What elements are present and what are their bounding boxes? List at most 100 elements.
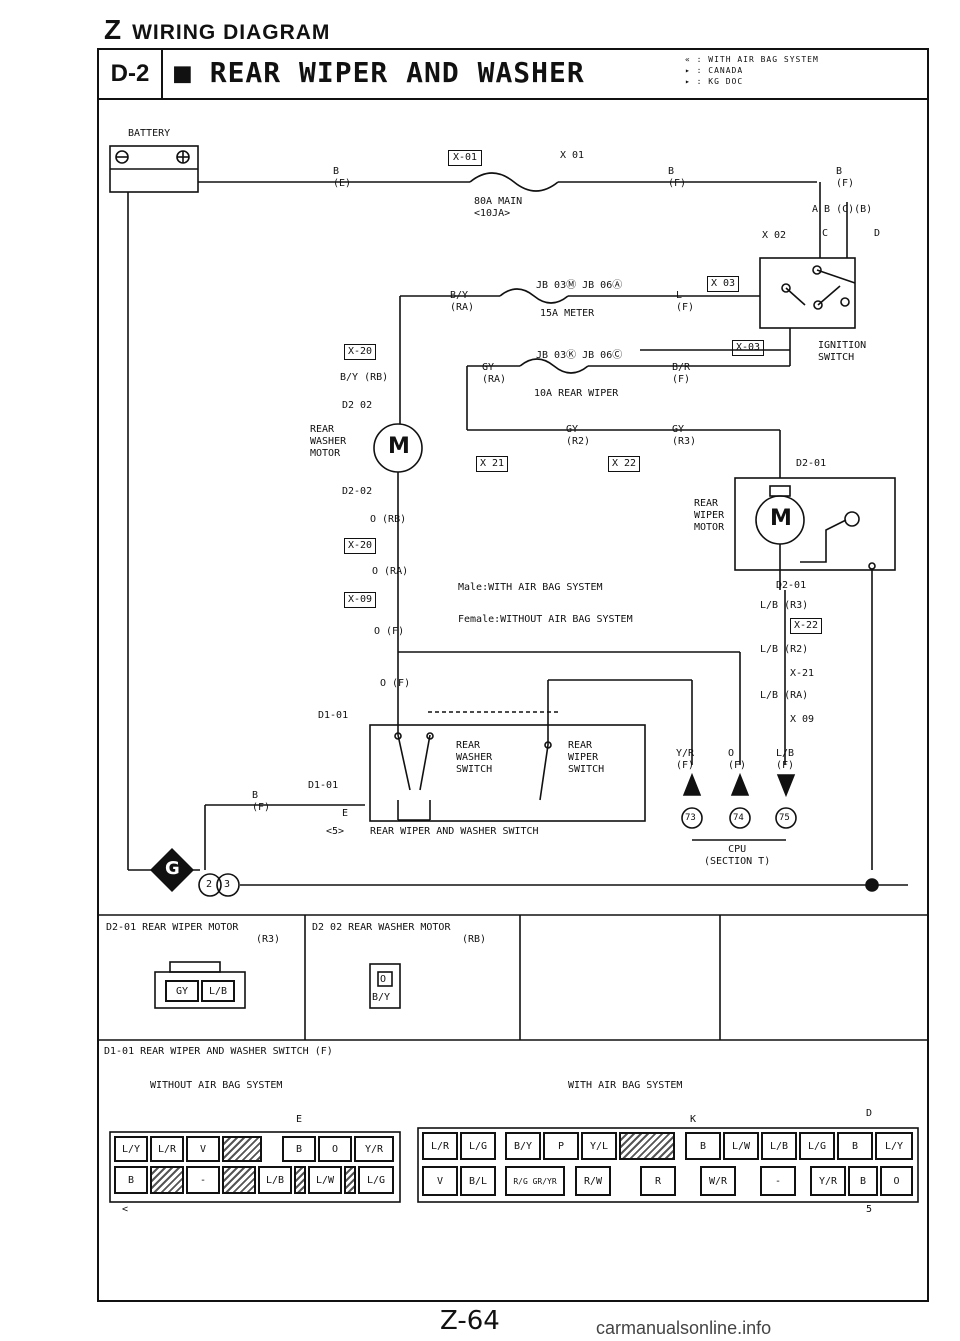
bullet-icon: ■ <box>174 56 210 89</box>
fuse-wiper-label: 10A REAR WIPER <box>534 388 619 399</box>
motor-icon: M <box>770 506 792 531</box>
connector-pin: - <box>760 1166 796 1196</box>
component-label-line: SWITCH <box>456 764 493 775</box>
connector-pin: L/B <box>761 1132 797 1160</box>
connector-pin: O <box>380 974 387 985</box>
component-label-line: WIPER <box>568 752 599 763</box>
connector-pin: R/G GR/YR <box>505 1166 565 1196</box>
connector-title-line: D2 02 REAR WASHER MOTOR <box>312 922 451 933</box>
connector-title-line: D2-01 REAR WIPER MOTOR <box>106 922 239 933</box>
wire-label-line: B/R <box>672 362 691 373</box>
connector-pin-blank <box>150 1166 184 1194</box>
connector-d2-01b: D2-01 <box>776 580 807 591</box>
female-note: Female:WITHOUT AIR BAG SYSTEM <box>458 614 633 625</box>
connector-pin: W/R <box>700 1166 736 1196</box>
diagram-frame <box>97 48 929 1302</box>
connector-title-line: (RB) <box>462 934 487 945</box>
jb-meter-label: JB 03Ⓜ JB 06Ⓐ <box>536 280 623 291</box>
component-label-line: WASHER <box>310 436 347 447</box>
component-label-line: WASHER <box>456 752 493 763</box>
note-5-mark: <5> <box>326 826 345 837</box>
battery-label: BATTERY <box>128 128 171 139</box>
wire-label-line: (F) <box>672 374 691 385</box>
with-airbag-label: WITH AIR BAG SYSTEM <box>568 1080 683 1091</box>
wire-label-line: GY <box>482 362 495 373</box>
terminal-d: D <box>874 228 881 239</box>
fuse-meter-label: 15A METER <box>540 308 595 319</box>
connector-d2-02b: D2-02 <box>342 486 373 497</box>
connector-pin: O <box>318 1136 352 1162</box>
wire-label-line: B <box>836 166 843 177</box>
connector-x03b: X-03 <box>732 340 765 356</box>
header-notes: « : WITH AIR BAG SYSTEM ▸ : CANADA ▸ : K… <box>685 54 819 87</box>
connector-pin: L/G <box>358 1166 394 1194</box>
wire-label-line: L/B <box>776 748 795 759</box>
switch-title: REAR WIPER AND WASHER SWITCH <box>370 826 539 837</box>
component-label-line: MOTOR <box>310 448 341 459</box>
wire-label-line: B <box>252 790 259 801</box>
motor-icon: M <box>388 434 410 459</box>
terminal-c: C <box>822 228 829 239</box>
connector-x21: X 21 <box>476 456 509 472</box>
wire-label: L(F) <box>676 290 694 314</box>
connector-x22: X 22 <box>608 456 641 472</box>
connector-pin: R <box>640 1166 676 1196</box>
component-label-line: CPU <box>728 844 747 855</box>
connector-x20b: X-20 <box>344 538 377 554</box>
connector-pin: B/Y <box>505 1132 541 1160</box>
wire-label: L/B (R2) <box>760 644 809 655</box>
diagram-header <box>97 48 929 100</box>
connector-x03: X 03 <box>707 276 740 292</box>
wire-label-line: GY <box>566 424 579 435</box>
wire-label: L/B (R3) <box>760 600 809 611</box>
connector-orientation-mark: < <box>122 1204 129 1215</box>
connector-pin: - <box>186 1166 220 1194</box>
d1-01-connector-title: D1-01 REAR WIPER AND WASHER SWITCH (F) <box>104 1046 333 1057</box>
wire-label-line: (F) <box>252 802 271 813</box>
connector-pin: L/R <box>150 1136 184 1162</box>
wire-label-line: (F) <box>836 178 855 189</box>
connector-pin: R/W <box>575 1166 611 1196</box>
wire-label: L/B (RA) <box>760 690 809 701</box>
connector-orientation-mark: 5 <box>866 1204 873 1215</box>
fuse-label-line: 80A MAIN <box>474 196 523 207</box>
diagram-title: ■ REAR WIPER AND WASHER <box>174 56 585 89</box>
wire-label-line: (F) <box>676 760 695 771</box>
connector-d1-01: D1-01 <box>318 710 349 721</box>
component-label-line: SWITCH <box>568 764 605 775</box>
d2-01-connector-title: D2-01 REAR WIPER MOTOR(R3) <box>106 922 280 946</box>
ground-2-label: 2 <box>206 879 213 890</box>
connector-pin-blank <box>344 1166 356 1194</box>
connector-pin: V <box>186 1136 220 1162</box>
connector-x09: X-09 <box>344 592 377 608</box>
wire-label: GY(R2) <box>566 424 590 448</box>
connector-pin: GY <box>165 980 199 1002</box>
connector-x20: X-20 <box>344 344 377 360</box>
component-label-line: REAR <box>568 740 593 751</box>
connector-pin: L/B <box>258 1166 292 1194</box>
connector-pin: L/W <box>308 1166 342 1194</box>
wire-label-line: B <box>668 166 675 177</box>
connector-pin: B <box>114 1166 148 1194</box>
connector-x09b: X 09 <box>790 714 815 725</box>
connector-pin-blank <box>619 1132 675 1160</box>
page-number: Z-64 <box>440 1306 500 1336</box>
connector-x02: X 02 <box>762 230 787 241</box>
wire-label: O (RA) <box>372 566 409 577</box>
header-note: ▸ : CANADA <box>685 66 744 75</box>
connector-key-e: E <box>296 1114 303 1125</box>
jb-wiper-label: JB 03Ⓚ JB 06Ⓒ <box>536 350 623 361</box>
connector-pin: B <box>837 1132 873 1160</box>
wire-label-line: GY <box>672 424 685 435</box>
connector-pin: Y/R <box>810 1166 846 1196</box>
wire-label: O (F) <box>380 678 411 689</box>
wire-label: O (RB) <box>370 514 407 525</box>
component-label-line: REAR <box>310 424 335 435</box>
wire-label-line: (E) <box>333 178 352 189</box>
connector-pin: O <box>880 1166 913 1196</box>
connector-x21b: X-21 <box>790 668 815 679</box>
without-airbag-label: WITHOUT AIR BAG SYSTEM <box>150 1080 283 1091</box>
connector-pin: B <box>685 1132 721 1160</box>
